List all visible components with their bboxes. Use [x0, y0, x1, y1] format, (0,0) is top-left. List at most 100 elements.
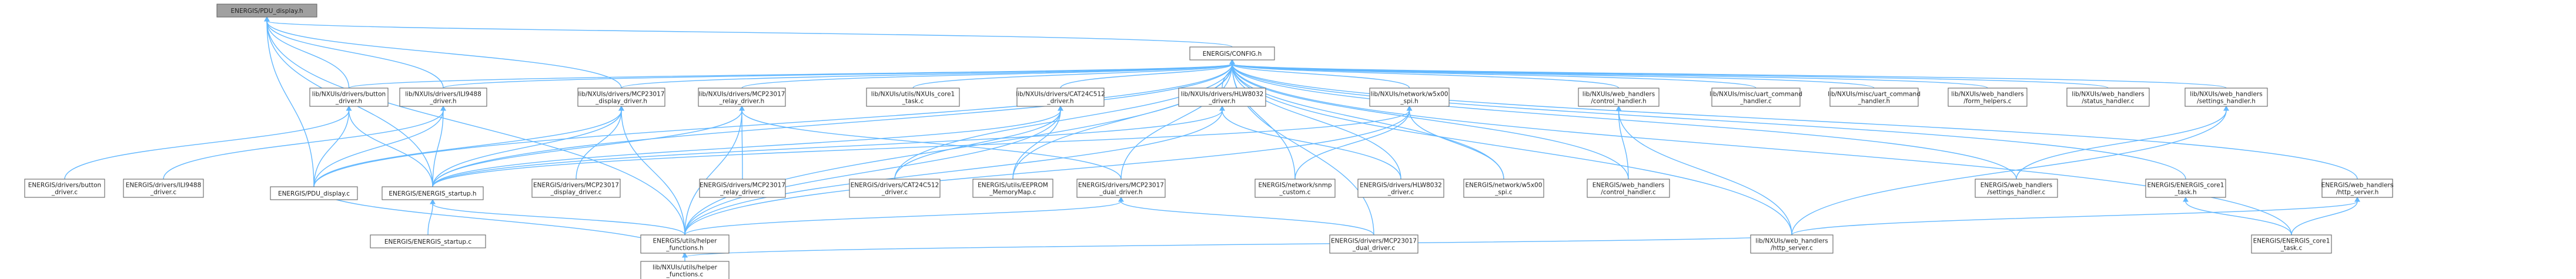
node-label: _display_driver.h	[595, 98, 647, 105]
graph-node-http-h2[interactable]: ENERGIS/web_handlers/http_server.h	[2321, 179, 2393, 198]
node-box	[24, 179, 105, 198]
node-label: lib/NXUIs/web_handlers	[2190, 91, 2262, 98]
edge-ilim-h-to-pdu	[264, 16, 444, 89]
graph-node-hlw-c[interactable]: ENERGIS/drivers/HLW8032_driver.c	[1357, 179, 1444, 198]
graph-node-ctrl-h[interactable]: lib/NXUIs/web_handlers/control_handler.h	[1578, 88, 1660, 107]
graph-node-btn-h[interactable]: lib/NXUIs/drivers/button_driver.h	[309, 88, 389, 107]
node-label: _functions.h	[665, 245, 704, 252]
graph-node-helper-c[interactable]: lib/NXUIs/utils/helper_functions.c	[640, 261, 730, 279]
graph-node-cat-c[interactable]: ENERGIS/drivers/CAT24C512_driver.c	[849, 179, 941, 198]
node-label: ENERGIS/drivers/MCP23017	[533, 182, 619, 189]
graph-node-core1-h[interactable]: ENERGIS/ENERGIS_core1_task.h	[2145, 179, 2226, 198]
node-label: ENERGIS/drivers/HLW8032	[1360, 182, 1442, 189]
node-label: /status_handler.c	[2082, 98, 2135, 105]
graph-node-core1-c[interactable]: ENERGIS/ENERGIS_core1_task.c	[2251, 234, 2332, 254]
node-label: ENERGIS/utils/EEPROM	[978, 182, 1048, 189]
node-label: /control_handler.c	[1601, 189, 1656, 196]
node-label: lib/NXUIs/drivers/ILI9488	[405, 91, 481, 98]
graph-node-uart-h[interactable]: lib/NXUIs/misc/uart_command_handler.c	[1709, 88, 1802, 107]
node-box	[1948, 88, 2028, 107]
graph-node-ctrl-c[interactable]: ENERGIS/web_handlers/control_handler.c	[1587, 179, 1670, 198]
node-box	[1975, 179, 2058, 198]
node-label: _display_driver.c	[550, 189, 602, 196]
node-box	[1463, 179, 1544, 198]
graph-node-startup-c[interactable]: ENERGIS/ENERGIS_startup.c	[370, 234, 486, 248]
graph-node-mcp-relay-c[interactable]: ENERGIS/drivers/MCP23017_relay_driver.c	[699, 179, 786, 198]
edge-ctrl-c-to-ctrl-h	[1615, 105, 1629, 180]
node-box	[531, 179, 621, 198]
node-label: /settings_handler.h	[2197, 98, 2256, 105]
node-label: _MemoryMap.c	[989, 189, 1036, 196]
edge-mcp-disp-h-to-config	[621, 59, 1235, 89]
graph-node-pdu[interactable]: ENERGIS/PDU_display.h	[216, 4, 317, 18]
node-label: ENERGIS/ENERGIS_startup.c	[384, 238, 472, 246]
edge-ili-c-to-ilim-h	[163, 105, 446, 180]
graph-node-w5x-h[interactable]: lib/NXUIs/network/w5x00_spi.h	[1369, 88, 1450, 107]
node-label: ENERGIS/drivers/ILI9488	[126, 182, 202, 189]
graph-node-status-c[interactable]: lib/NXUIs/web_handlers/status_handler.c	[2066, 88, 2150, 107]
node-label: ENERGIS/web_handlers	[1593, 182, 1664, 189]
node-box	[972, 179, 1053, 198]
graph-node-hlw-h[interactable]: lib/NXUIs/drivers/HLW8032_driver.h	[1178, 88, 1266, 107]
node-box	[640, 234, 730, 254]
graph-node-settings-c[interactable]: ENERGIS/web_handlers/settings_handler.c	[1975, 179, 2058, 198]
graph-node-mcp-disp-c[interactable]: ENERGIS/drivers/MCP23017_display_driver.…	[531, 179, 621, 198]
node-label: _relay_driver.c	[720, 189, 765, 196]
edge-dual-c-to-dual-h	[1118, 196, 1374, 236]
graph-node-helper-h[interactable]: ENERGIS/utils/helper_functions.h	[640, 234, 730, 254]
edge-helper-h-to-cat-h	[684, 105, 1063, 236]
node-label: ENERGIS/web_handlers	[1980, 182, 2052, 189]
node-box	[698, 88, 786, 107]
node-box	[1587, 179, 1670, 198]
node-label: /control_handler.h	[1591, 98, 1646, 105]
graph-node-config[interactable]: ENERGIS/CONFIG.h	[1189, 46, 1275, 60]
node-label: lib/NXUIs/web_handlers	[1583, 91, 1655, 98]
graph-node-http-c[interactable]: lib/NXUIs/web_handlers/http_server.c	[1750, 234, 1834, 254]
edge-helper-h-to-hlw-h	[684, 105, 1225, 236]
graph-node-dual-c[interactable]: ENERGIS/drivers/MCP23017_dual_driver.c	[1329, 234, 1419, 254]
node-label: /http_server.c	[1771, 245, 1813, 252]
graph-node-ili-c[interactable]: ENERGIS/drivers/ILI9488_driver.c	[123, 179, 204, 198]
node-box	[2251, 234, 2332, 254]
graph-node-w5x-c[interactable]: ENERGIS/network/w5x00_spi.c	[1463, 179, 1544, 198]
graph-node-form-c[interactable]: lib/NXUIs/web_handlers/form_helpers.c	[1948, 88, 2028, 107]
node-box	[216, 4, 317, 18]
node-box	[866, 88, 960, 107]
graph-node-snmp-c[interactable]: ENERGIS/network/snmp_custom.c	[1254, 179, 1336, 198]
node-label: ENERGIS/drivers/MCP23017	[1331, 238, 1417, 245]
graph-node-uart-h2[interactable]: lib/NXUIs/misc/uart_command_handler.h	[1828, 88, 1921, 107]
edge-cat-c-to-config	[894, 59, 1235, 180]
node-box	[849, 179, 941, 198]
graph-node-core-task[interactable]: lib/NXUIs/utils/NXUIs_core1_task.c	[866, 88, 960, 107]
edge-pdu-c-to-helper-h	[313, 186, 688, 258]
graph-node-btn-c[interactable]: ENERGIS/drivers/button_driver.c	[24, 179, 105, 198]
graph-node-startup-h[interactable]: ENERGIS/ENERGIS_startup.h	[382, 186, 484, 200]
edge-snmp-c-to-w5x-h	[1294, 105, 1413, 180]
graph-node-pdu-c[interactable]: ENERGIS/PDU_display.c	[270, 186, 358, 200]
graph-node-eeprom-c[interactable]: ENERGIS/utils/EEPROM_MemoryMap.c	[972, 179, 1053, 198]
node-box	[270, 186, 358, 200]
edge-startup-h-to-btn-h	[346, 105, 433, 187]
node-label: _driver.h	[1208, 98, 1235, 105]
node-box	[123, 179, 204, 198]
edge-http-c-to-config	[1229, 59, 1792, 236]
node-label: _dual_driver.h	[1099, 189, 1142, 196]
node-label: _driver.h	[429, 98, 456, 105]
edge-http-c-to-http-h	[1791, 196, 2360, 236]
graph-node-dual-h[interactable]: ENERGIS/drivers/MCP23017_dual_driver.h	[1076, 179, 1166, 198]
edge-snmp-c-to-config	[1229, 59, 1296, 180]
graph-node-cat-h[interactable]: lib/NXUIs/drivers/CAT24C512_driver.h	[1016, 88, 1105, 107]
graph-node-ilim-h[interactable]: lib/NXUIs/drivers/ILI9488_driver.h	[399, 88, 487, 107]
edge-pdu-c-to-pdu	[264, 16, 315, 187]
node-label: lib/NXUIs/misc/uart_command	[1828, 91, 1921, 98]
node-label: _spi.h	[1400, 98, 1418, 105]
node-label: lib/NXUIs/misc/uart_command	[1709, 91, 1802, 98]
node-label: lib/NXUIs/drivers/MCP23017	[578, 91, 665, 98]
graph-node-settings-h[interactable]: lib/NXUIs/web_handlers/settings_handler.…	[2184, 88, 2268, 107]
node-label: lib/NXUIs/network/w5x00	[1371, 91, 1448, 98]
node-label: lib/NXUIs/utils/helper	[653, 264, 718, 271]
graph-node-mcp-relay-h[interactable]: lib/NXUIs/drivers/MCP23017_relay_driver.…	[698, 88, 786, 107]
node-label: _functions.c	[666, 271, 704, 278]
graph-node-mcp-disp-h[interactable]: lib/NXUIs/drivers/MCP23017_display_drive…	[577, 88, 665, 107]
node-label: _spi.c	[1494, 189, 1513, 196]
